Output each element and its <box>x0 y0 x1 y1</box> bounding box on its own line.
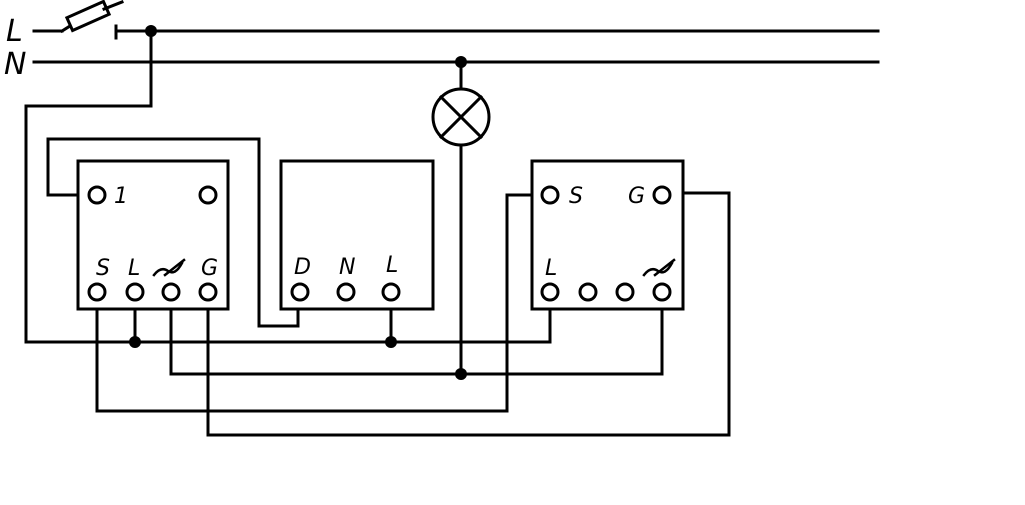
center-unit-label-n: N <box>339 255 355 280</box>
right-switch-label-g: G <box>628 184 645 209</box>
right-switch-terminal-dimmer <box>652 282 672 302</box>
right-switch-terminal-3 <box>615 282 635 302</box>
live-rail-label: L <box>6 14 23 49</box>
right-switch-terminal-2 <box>578 282 598 302</box>
center-unit: D N L <box>279 159 435 311</box>
left-switch-label-g: G <box>201 256 218 281</box>
left-switch-terminal-l <box>125 282 145 302</box>
right-switch-terminal-s <box>540 185 560 205</box>
lamp-icon <box>431 87 491 147</box>
left-switch-terminal-1 <box>87 185 107 205</box>
center-unit-terminal-n <box>336 282 356 302</box>
left-switch-label-1: 1 <box>114 184 128 209</box>
left-switch-label-s: S <box>96 256 110 281</box>
fuse-icon <box>64 0 124 33</box>
left-switch-label-l: L <box>128 256 140 281</box>
left-switch-terminal-top-right <box>198 185 218 205</box>
dimmer-icon <box>642 258 676 277</box>
center-unit-label-d: D <box>294 255 311 280</box>
live-rail <box>32 0 880 40</box>
left-switch-terminal-dimmer <box>161 282 181 302</box>
center-unit-label-l: L <box>386 253 398 278</box>
neutral-rail-label: N <box>4 47 26 82</box>
left-switch-terminal-s <box>87 282 107 302</box>
right-switch: S G L <box>530 159 685 311</box>
right-switch-label-l: L <box>545 256 557 281</box>
junction-dots <box>129 25 467 380</box>
dimmer-icon <box>152 258 186 277</box>
center-unit-terminal-l <box>381 282 401 302</box>
right-switch-terminal-l <box>540 282 560 302</box>
wires <box>24 29 731 437</box>
center-unit-terminal-d <box>290 282 310 302</box>
left-switch: 1 S L G <box>76 159 230 311</box>
right-switch-terminal-g <box>652 185 672 205</box>
right-switch-label-s: S <box>569 184 583 209</box>
left-switch-terminal-g <box>198 282 218 302</box>
